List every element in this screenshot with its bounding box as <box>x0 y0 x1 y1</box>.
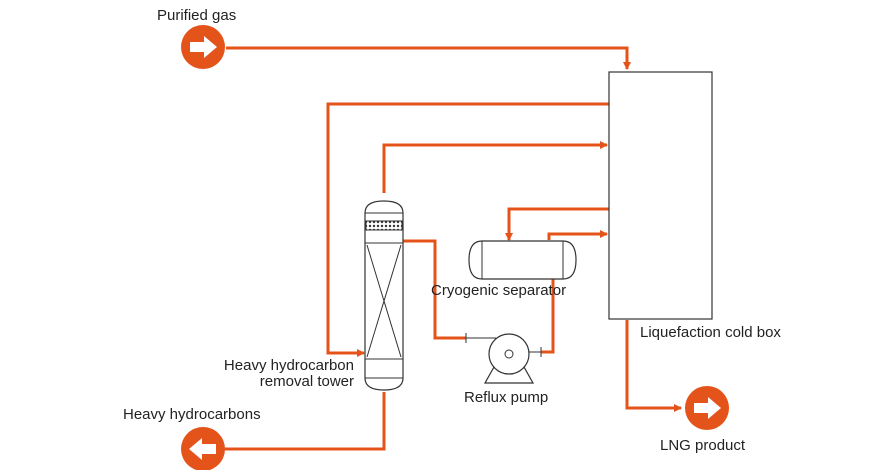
tower-to-pump-line <box>403 239 466 340</box>
tower-label-line1: Heavy hydrocarbon <box>224 357 354 374</box>
tower-packing <box>365 220 403 231</box>
cryogenic-separator <box>468 240 577 280</box>
heavy-hydrocarbons-line <box>225 392 386 451</box>
labels: Purified gas Liquefaction cold box Cryog… <box>123 7 781 454</box>
reflux-pump <box>465 333 542 384</box>
feed-to-tower-line <box>326 102 609 357</box>
pump-discharge-line <box>541 276 555 354</box>
tower-overhead-line <box>382 141 608 193</box>
coldbox-to-separator-line <box>505 207 609 241</box>
purified-gas-label: Purified gas <box>157 7 236 24</box>
lng-product-line <box>625 320 682 412</box>
tower-label-line2: removal tower <box>260 373 354 390</box>
lng-product-outlet <box>685 386 729 430</box>
liquefaction-cold-box <box>608 71 713 320</box>
heavy-hydrocarbons-outlet <box>181 427 225 470</box>
reflux-pump-label: Reflux pump <box>464 389 548 406</box>
process-lines <box>225 46 682 451</box>
heavy-hydrocarbon-removal-tower <box>364 200 404 391</box>
lng-product-label: LNG product <box>660 437 746 454</box>
heavy-hydrocarbons-label: Heavy hydrocarbons <box>123 406 261 423</box>
liquefaction-cold-box-label: Liquefaction cold box <box>640 324 781 341</box>
purified-gas-line <box>226 46 631 70</box>
cryogenic-separator-label: Cryogenic separator <box>431 282 566 299</box>
separator-vapor-line <box>547 230 608 240</box>
purified-gas-inlet <box>181 25 225 69</box>
